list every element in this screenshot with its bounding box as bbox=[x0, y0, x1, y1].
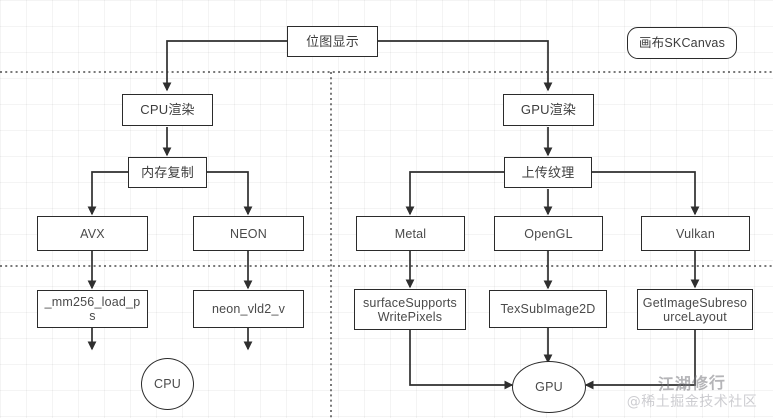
node-upload-texture[interactable]: 上传纹理 bbox=[504, 157, 592, 188]
node-neon[interactable]: NEON bbox=[193, 216, 304, 251]
edge-upload-texture-to-vulkan bbox=[591, 171, 700, 216]
node-memory-copy-label: 内存复制 bbox=[141, 164, 194, 180]
node-metal-label: Metal bbox=[394, 226, 427, 241]
node-memory-copy[interactable]: 内存复制 bbox=[128, 157, 207, 188]
node-neon-vld2-v[interactable]: neon_vld2_v bbox=[193, 290, 304, 328]
terminal-cpu[interactable]: CPU bbox=[141, 358, 194, 410]
node-opengl[interactable]: OpenGL bbox=[494, 216, 603, 251]
edge-bitmap-to-gpu-render bbox=[378, 40, 553, 92]
terminal-cpu-label: CPU bbox=[154, 377, 181, 391]
node-mm256-load-ps[interactable]: _mm256_load_p s bbox=[37, 290, 148, 328]
node-avx-label: AVX bbox=[80, 226, 105, 241]
node-vulkan[interactable]: Vulkan bbox=[641, 216, 750, 251]
node-bitmap-display-label: 位图显示 bbox=[306, 33, 359, 49]
node-neon-label: NEON bbox=[230, 226, 267, 241]
node-get-image-subresource-layout[interactable]: GetImageSubreso urceLayout bbox=[637, 289, 753, 330]
node-metal[interactable]: Metal bbox=[356, 216, 465, 251]
legend-skcanvas-label: 画布SKCanvas bbox=[638, 36, 726, 50]
node-surface-supports-write-pixels[interactable]: surfaceSupports WritePixels bbox=[354, 289, 466, 330]
terminal-gpu-label: GPU bbox=[535, 380, 563, 394]
edge-mem-copy-to-neon bbox=[206, 171, 253, 216]
section-dividers bbox=[0, 71, 773, 418]
node-avx[interactable]: AVX bbox=[37, 216, 148, 251]
node-tex-sub-image-2d[interactable]: TexSubImage2D bbox=[489, 290, 607, 328]
node-bitmap-display[interactable]: 位图显示 bbox=[287, 26, 378, 57]
legend-skcanvas[interactable]: 画布SKCanvas bbox=[627, 27, 737, 59]
node-gpu-render[interactable]: GPU渲染 bbox=[503, 94, 594, 126]
node-opengl-label: OpenGL bbox=[524, 226, 573, 241]
edge-bitmap-to-cpu-render bbox=[162, 40, 287, 92]
node-mm256-load-ps-label: _mm256_load_p s bbox=[44, 295, 141, 323]
edge-mem-copy-to-avx bbox=[87, 171, 128, 216]
node-cpu-render-label: CPU渲染 bbox=[140, 102, 195, 117]
node-get-image-subresource-layout-label: GetImageSubreso urceLayout bbox=[642, 295, 748, 324]
node-vulkan-label: Vulkan bbox=[676, 226, 715, 241]
edge-upload-texture-to-metal bbox=[405, 171, 505, 216]
node-gpu-render-label: GPU渲染 bbox=[520, 102, 577, 117]
node-neon-vld2-v-label: neon_vld2_v bbox=[211, 302, 286, 316]
flow-connectors bbox=[87, 40, 700, 390]
terminal-gpu[interactable]: GPU bbox=[512, 361, 586, 413]
node-upload-texture-label: 上传纹理 bbox=[521, 164, 575, 180]
node-tex-sub-image-2d-label: TexSubImage2D bbox=[500, 302, 596, 316]
node-cpu-render[interactable]: CPU渲染 bbox=[122, 94, 213, 126]
edge-surface-supports-to-gpu-terminal bbox=[409, 330, 514, 390]
edge-get-image-sub-to-gpu-terminal bbox=[584, 330, 696, 390]
node-surface-supports-write-pixels-label: surfaceSupports WritePixels bbox=[362, 295, 458, 324]
